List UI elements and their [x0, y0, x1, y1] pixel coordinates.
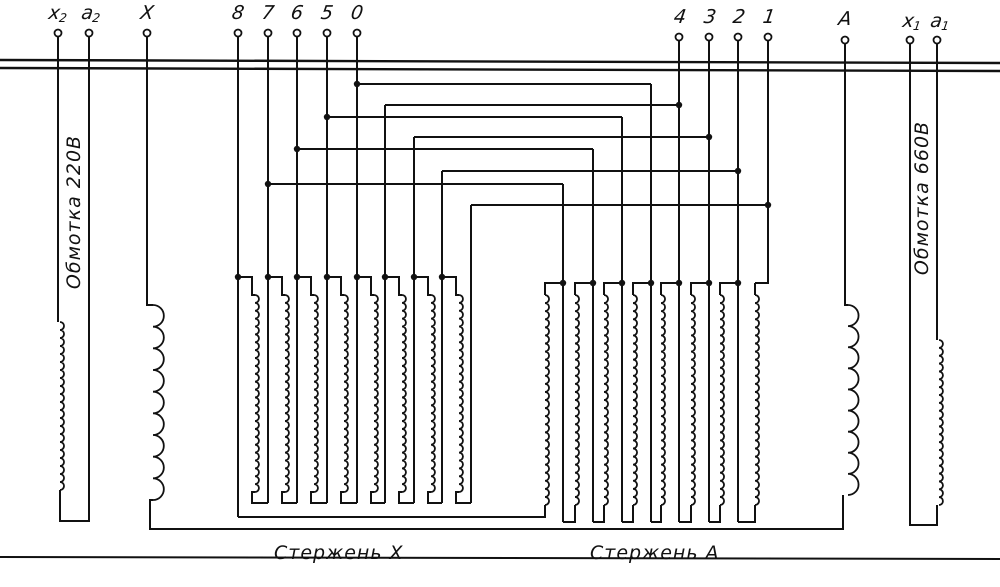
busbar-top: [0, 58, 1000, 65]
wire-a2: [59, 37, 90, 522]
coil-lead: [574, 282, 593, 295]
coil-section-x: [313, 294, 319, 493]
terminal-label-X: X: [139, 2, 156, 24]
coil-lead: [398, 491, 414, 504]
coil-220v: [59, 321, 65, 491]
terminal-label-x1: x1: [901, 10, 923, 33]
coil-A: [847, 304, 860, 496]
coil-lead: [357, 276, 374, 296]
tap-wire-1: [755, 41, 769, 284]
coil-section-a: [603, 294, 609, 506]
terminal-icon: [704, 32, 714, 42]
wire-x1: [909, 44, 938, 526]
terminal-icon: [733, 32, 743, 42]
wire-A: [844, 44, 848, 306]
coil-lead: [738, 505, 756, 523]
coil-lead: [385, 276, 402, 296]
terminal-label-x2: x2: [47, 2, 69, 25]
coil-lead: [719, 282, 738, 295]
coil-lead: [414, 276, 431, 296]
terminal-label-a2: a2: [80, 2, 102, 25]
coil-section-a: [574, 294, 580, 506]
core-label-a: Стержень A: [590, 542, 720, 564]
terminal-icon: [233, 28, 243, 38]
terminal-icon: [292, 28, 302, 38]
terminal-icon: [674, 32, 684, 42]
terminal-icon: [932, 35, 942, 45]
coil-section-x: [254, 294, 260, 493]
coil-lead: [455, 491, 471, 504]
terminal-label-a1: a1: [929, 10, 951, 33]
coil-lead: [251, 491, 268, 504]
coil-lead: [593, 505, 605, 523]
coil-lead: [238, 276, 255, 296]
coil-lead: [327, 276, 344, 296]
wire-series-link: [238, 505, 546, 518]
coil-lead: [427, 491, 442, 504]
busbar-bottom: [0, 66, 1000, 73]
coil-section-a: [544, 294, 550, 506]
coil-X: [152, 304, 165, 501]
terminal-icon: [763, 32, 773, 42]
coil-660v: [938, 339, 944, 506]
coil-lead: [690, 282, 709, 295]
coil-lead: [310, 491, 327, 504]
coil-lead: [709, 505, 721, 523]
terminal-icon: [53, 28, 63, 38]
coil-section-a: [660, 294, 666, 506]
terminal-label-A: A: [837, 8, 854, 30]
core-label-x: Стержень X: [274, 542, 404, 564]
coil-lead: [651, 505, 662, 523]
wire-X: [146, 37, 153, 306]
coil-lead: [370, 491, 385, 504]
terminal-icon: [263, 28, 273, 38]
winding-label-660v: Обмотка 660В: [911, 120, 933, 276]
coil-lead: [268, 276, 285, 296]
coil-lead: [632, 282, 651, 295]
terminal-icon: [352, 28, 362, 38]
coil-section-a: [632, 294, 638, 506]
terminal-icon: [905, 35, 915, 45]
coil-section-x: [343, 294, 349, 493]
coil-lead: [660, 282, 679, 295]
coil-section-a: [690, 294, 696, 506]
coil-section-x: [458, 294, 464, 493]
coil-section-a: [754, 294, 760, 506]
coil-lead: [603, 282, 622, 295]
coil-lead: [281, 491, 297, 504]
coil-section-x: [284, 294, 290, 493]
terminal-icon: [84, 28, 94, 38]
coil-lead: [442, 276, 459, 296]
terminal-icon: [840, 35, 850, 45]
coil-section-x: [430, 294, 436, 493]
coil-lead: [679, 505, 692, 523]
coil-section-x: [373, 294, 379, 493]
coil-section-x: [401, 294, 407, 493]
coil-lead: [563, 505, 576, 523]
coil-lead: [297, 276, 314, 296]
coil-lead: [340, 491, 357, 504]
base-line: [0, 556, 1000, 560]
wire-X-A-bottom: [149, 495, 844, 530]
coil-lead: [544, 282, 563, 295]
winding-label-220v: Обмотка 220В: [63, 134, 85, 290]
terminal-icon: [142, 28, 152, 38]
coil-lead: [622, 505, 634, 523]
terminal-icon: [322, 28, 332, 38]
coil-section-a: [719, 294, 725, 506]
